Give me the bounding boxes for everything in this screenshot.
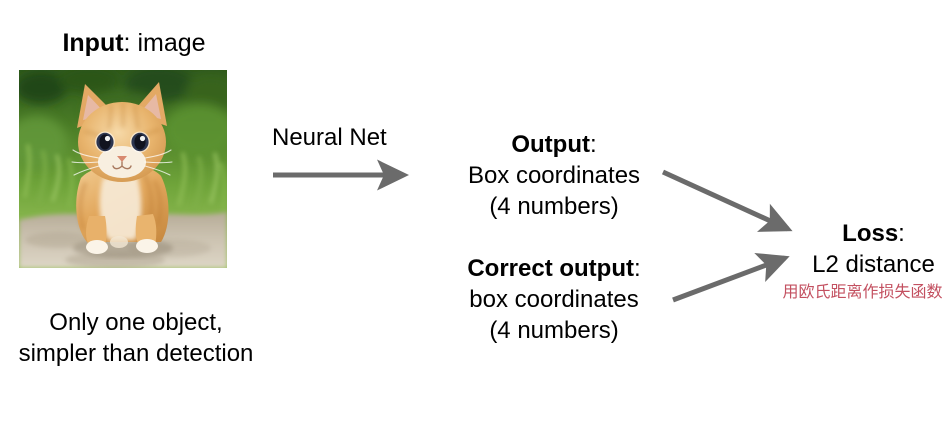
output-line3: (4 numbers) bbox=[489, 193, 619, 221]
input-caption-line1: Only one object, bbox=[49, 309, 223, 336]
input-cat-image bbox=[19, 70, 227, 268]
input-heading-bold: Input bbox=[62, 29, 124, 57]
input-heading: Input: image bbox=[0, 28, 268, 59]
cat-photo-graphic bbox=[19, 70, 227, 268]
loss-title-rest: : bbox=[898, 220, 905, 247]
output-title-rest: : bbox=[589, 131, 597, 158]
loss-line2: L2 distance bbox=[812, 251, 935, 279]
output-title-bold: Output bbox=[511, 131, 590, 158]
input-caption-line2: simpler than detection bbox=[18, 339, 254, 367]
correct-output-title-bold: Correct output bbox=[467, 255, 634, 282]
output-line2: Box coordinates bbox=[467, 162, 641, 190]
loss-block: Loss: L2 distance bbox=[800, 218, 947, 280]
loss-title-bold: Loss bbox=[842, 220, 899, 247]
arrow-correct-to-loss bbox=[672, 252, 790, 303]
correct-output-line2: box coordinates bbox=[469, 286, 639, 314]
output-block: Output: Box coordinates (4 numbers) bbox=[438, 129, 670, 223]
loss-chinese-annotation: 用欧氏距离作损失函数 bbox=[782, 284, 943, 301]
correct-output-line3: (4 numbers) bbox=[489, 317, 619, 345]
input-caption: Only one object, simpler than detection bbox=[0, 308, 272, 369]
correct-output-block: Correct output: box coordinates (4 numbe… bbox=[438, 253, 670, 347]
neural-net-label: Neural Net bbox=[272, 124, 387, 151]
correct-output-title-rest: : bbox=[633, 255, 641, 282]
input-heading-rest: : image bbox=[123, 29, 206, 57]
arrow-output-to-loss bbox=[661, 169, 793, 232]
